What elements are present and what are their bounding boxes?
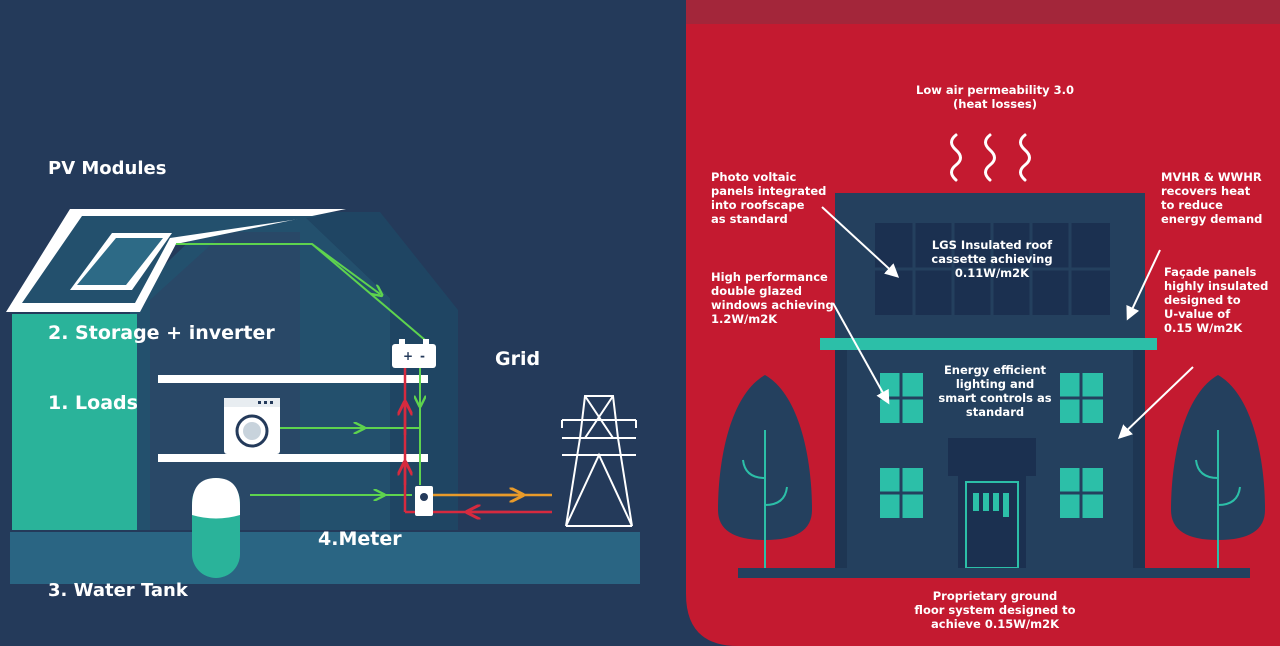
right-top-band [686,0,1280,24]
grid-label: Grid [495,348,541,370]
windows-label: High performance double glazed windows a… [711,270,834,326]
transmission-tower-icon [561,395,637,527]
lighting-label: Energy efficient lighting and smart cont… [938,363,1052,419]
house [6,209,458,530]
door-canopy [948,438,1036,476]
tree-right [1171,375,1265,568]
mvhr-label: MVHR & WWHR recovers heat to reduce ener… [1161,170,1263,226]
house-front-wall [12,314,137,530]
shelf-lower [158,454,428,462]
entrance-door [958,476,1026,568]
svg-text:-: - [420,349,425,363]
storage-inverter-label: 2. Storage + inverter [48,322,275,344]
ground-line [738,568,1250,578]
loads-label: 1. Loads [48,392,138,414]
water-tank-icon [192,478,240,578]
flow-lines [176,243,552,512]
pv-panels-label: Photo voltaic panels integrated into roo… [711,170,827,226]
meter-icon [415,486,433,516]
ground-floor-label: Proprietary ground floor system designed… [914,589,1076,631]
facade-label: Façade panels highly insulated designed … [1164,265,1269,335]
building [738,193,1250,578]
washing-machine-icon [224,398,280,454]
pv-modules-label: PV Modules [48,158,167,179]
svg-text:+: + [403,349,413,363]
battery-icon: + - [392,339,436,368]
callout-arrows [821,206,1194,439]
tree-left [718,375,812,568]
heat-wave-icons [950,133,1031,182]
lgs-roof-label: LGS Insulated roof cassette achieving 0.… [931,238,1053,280]
ground-strip [10,532,640,584]
floor-band [820,338,1157,350]
water-tank-label: 3. Water Tank [48,580,188,601]
air-permeability-label: Low air permeability 3.0 (heat losses) [916,83,1074,111]
meter-label: 4.Meter [318,528,402,550]
shelf-upper [158,375,428,383]
